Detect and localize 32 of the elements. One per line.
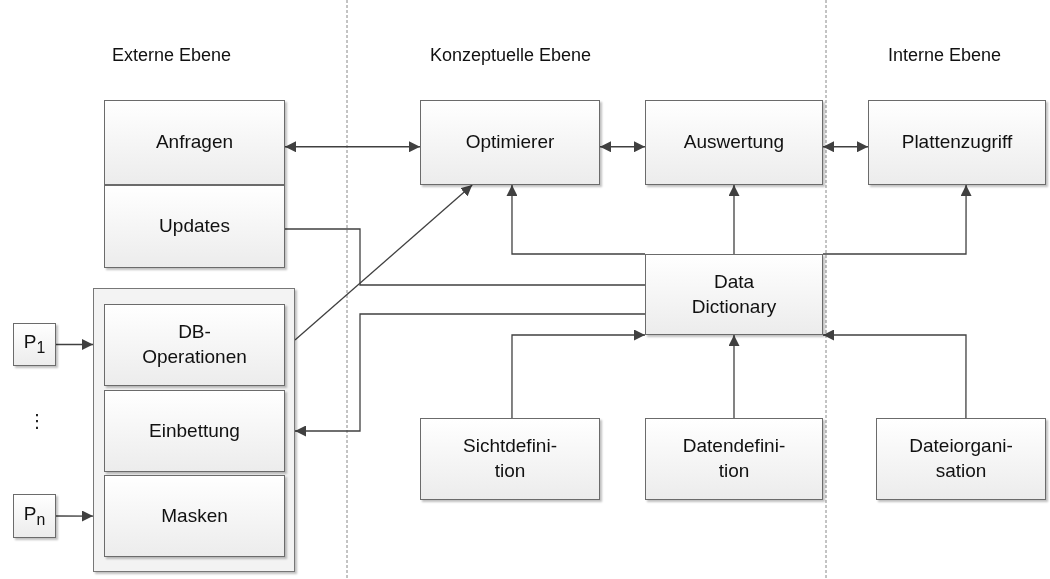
- process-box: DB- Operationen: [104, 304, 285, 386]
- level-heading: Externe Ebene: [112, 45, 232, 66]
- vertical-ellipsis: ⋮: [28, 410, 46, 432]
- arrow: [506, 184, 646, 255]
- arrow: [728, 334, 740, 419]
- process-box: Datendefini- tion: [645, 418, 823, 500]
- process-box: Einbettung: [104, 390, 285, 472]
- group-box: [93, 288, 295, 572]
- arrow: [284, 141, 421, 153]
- process-box: Dateiorgani- sation: [876, 418, 1046, 500]
- arrow: [294, 184, 473, 341]
- arrow: [728, 184, 740, 255]
- arrow: [55, 510, 94, 522]
- program-box: P$_{1}$: [13, 323, 56, 366]
- process-box: Optimierer: [420, 100, 600, 185]
- arrow: [822, 184, 972, 255]
- process-box: Anfragen: [104, 100, 285, 185]
- process-box: Sichtdefini- tion: [420, 418, 600, 500]
- process-box: Auswertung: [645, 100, 823, 185]
- process-box: Data Dictionary: [645, 254, 823, 335]
- arrow: [822, 141, 869, 153]
- arrow: [822, 329, 967, 419]
- process-box: Plattenzugriff: [868, 100, 1046, 185]
- program-box: P$_{n}$: [13, 494, 56, 538]
- level-heading: Interne Ebene: [888, 45, 1002, 66]
- process-box: Updates: [104, 185, 285, 268]
- arrow: [599, 141, 646, 153]
- arrow: [55, 339, 94, 350]
- arrow: [511, 329, 646, 419]
- process-box: Masken: [104, 475, 285, 557]
- arrow: [294, 313, 646, 437]
- level-heading: Konzeptuelle Ebene: [430, 45, 592, 66]
